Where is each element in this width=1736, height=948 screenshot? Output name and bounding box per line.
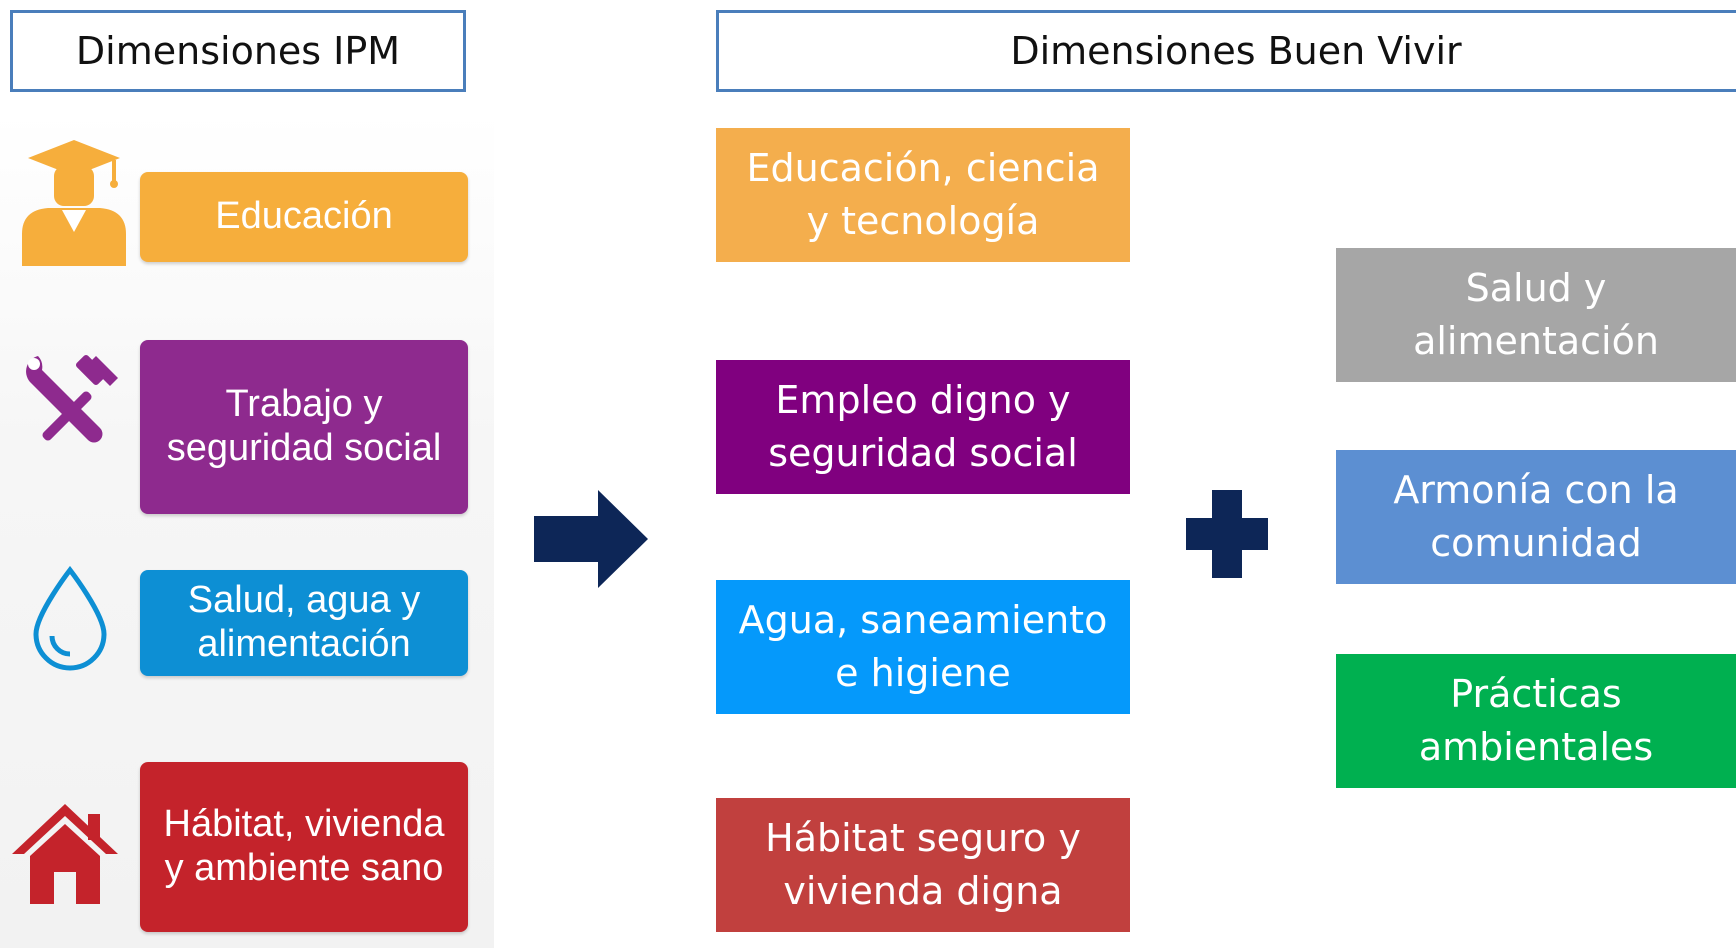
- ipm-dimension-label: Salud, agua y alimentación: [187, 579, 421, 665]
- buen-vivir-dimension-label: Agua, saneamiento e higiene: [738, 597, 1108, 695]
- plus-icon: [1186, 490, 1268, 578]
- buen-vivir-dimension-agua: Agua, saneamiento e higiene: [716, 580, 1130, 714]
- buen-vivir-dimension-educacion: Educación, ciencia y tecnología: [716, 128, 1130, 262]
- added-dimension-label: Armonía con la comunidad: [1393, 467, 1679, 565]
- ipm-header: Dimensiones IPM: [10, 10, 466, 92]
- ipm-dimension-trabajo: Trabajo y seguridad social: [140, 340, 468, 514]
- tools-icon: [26, 354, 118, 443]
- ipm-dimension-habitat: Hábitat, vivienda y ambiente sano: [140, 762, 468, 932]
- graduate-icon: [22, 140, 126, 266]
- buen-vivir-dimension-label: Educación, ciencia y tecnología: [746, 145, 1100, 243]
- ipm-dimension-label: Hábitat, vivienda y ambiente sano: [163, 803, 445, 889]
- water-drop-icon: [33, 566, 107, 671]
- added-dimension-salud: Salud y alimentación: [1336, 248, 1736, 382]
- house-icon: [12, 804, 118, 904]
- buen-vivir-dimension-label: Empleo digno y seguridad social: [768, 377, 1078, 475]
- added-dimension-armonia: Armonía con la comunidad: [1336, 450, 1736, 584]
- buen-vivir-header-label: Dimensiones Buen Vivir: [1010, 29, 1462, 73]
- added-dimension-label: Prácticas ambientales: [1418, 671, 1654, 769]
- ipm-dimension-label: Educación: [215, 195, 393, 238]
- right-arrow-icon: [534, 490, 648, 588]
- ipm-dimension-label: Trabajo y seguridad social: [166, 383, 442, 469]
- added-dimension-label: Salud y alimentación: [1413, 265, 1659, 363]
- buen-vivir-dimension-habitat: Hábitat seguro y vivienda digna: [716, 798, 1130, 932]
- buen-vivir-dimension-label: Hábitat seguro y vivienda digna: [765, 815, 1081, 913]
- buen-vivir-dimension-empleo: Empleo digno y seguridad social: [716, 360, 1130, 494]
- ipm-header-label: Dimensiones IPM: [75, 29, 401, 73]
- added-dimension-practicas: Prácticas ambientales: [1336, 654, 1736, 788]
- buen-vivir-header: Dimensiones Buen Vivir: [716, 10, 1736, 92]
- ipm-dimension-salud: Salud, agua y alimentación: [140, 570, 468, 676]
- ipm-dimension-educacion: Educación: [140, 172, 468, 262]
